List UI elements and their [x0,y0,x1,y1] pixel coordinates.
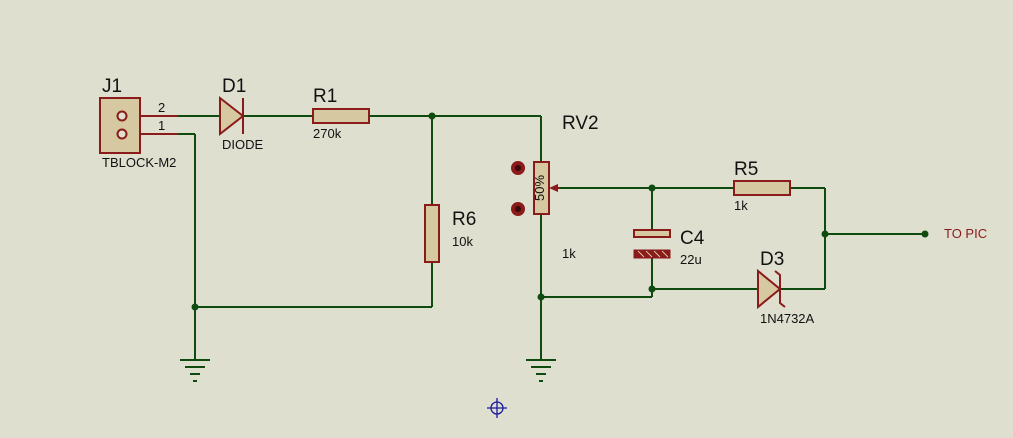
ground-symbol-right [526,359,556,382]
j1-pin1-label: 1 [158,118,165,133]
r5-value: 1k [734,198,748,213]
output-terminal-dot[interactable] [921,230,929,238]
r5-resistor[interactable]: R5 1k [733,159,791,213]
d1-ref: D1 [222,76,246,97]
d3-value: 1N4732A [760,311,815,326]
r5-ref: R5 [734,159,758,180]
junction-dot [648,285,656,293]
d1-diode[interactable]: D1 DIODE [219,76,264,152]
rv2-potentiometer[interactable]: 50% RV2 1k [511,113,599,261]
junction-dot [191,303,199,311]
ground-symbol-left [180,359,210,382]
r6-ref: R6 [452,209,476,230]
d1-value: DIODE [222,137,264,152]
j1-ref: J1 [102,76,122,97]
junction-dot [821,230,829,238]
j1-pin2-label: 2 [158,100,165,115]
j1-terminal-block[interactable]: J1 2 1 TBLOCK-M2 [99,76,178,170]
junction-dot [648,184,656,192]
j1-value: TBLOCK-M2 [102,155,176,170]
r6-resistor[interactable]: R6 10k [424,204,476,263]
junction-dot [428,112,436,120]
c4-capacitor[interactable]: C4 22u [633,228,705,267]
rv2-increase-button[interactable] [511,161,525,175]
rv2-decrease-button[interactable] [511,202,525,216]
r1-resistor[interactable]: R1 270k [312,86,370,141]
d3-zener-diode[interactable]: D3 1N4732A [757,249,815,326]
junction-dot [537,293,545,301]
rv2-wiper-percent: 50% [532,175,547,201]
junctions [191,112,929,311]
rv2-value: 1k [562,246,576,261]
rv2-wiper-arrow [549,184,558,192]
rv2-ref: RV2 [562,113,599,134]
r6-value: 10k [452,234,473,249]
c4-value: 22u [680,252,702,267]
r1-ref: R1 [313,86,337,107]
c4-ref: C4 [680,228,705,249]
origin-crosshair-icon [487,398,507,418]
output-net-label: TO PIC [944,226,987,241]
wires [178,115,925,360]
d3-ref: D3 [760,249,784,270]
r1-value: 270k [313,126,342,141]
